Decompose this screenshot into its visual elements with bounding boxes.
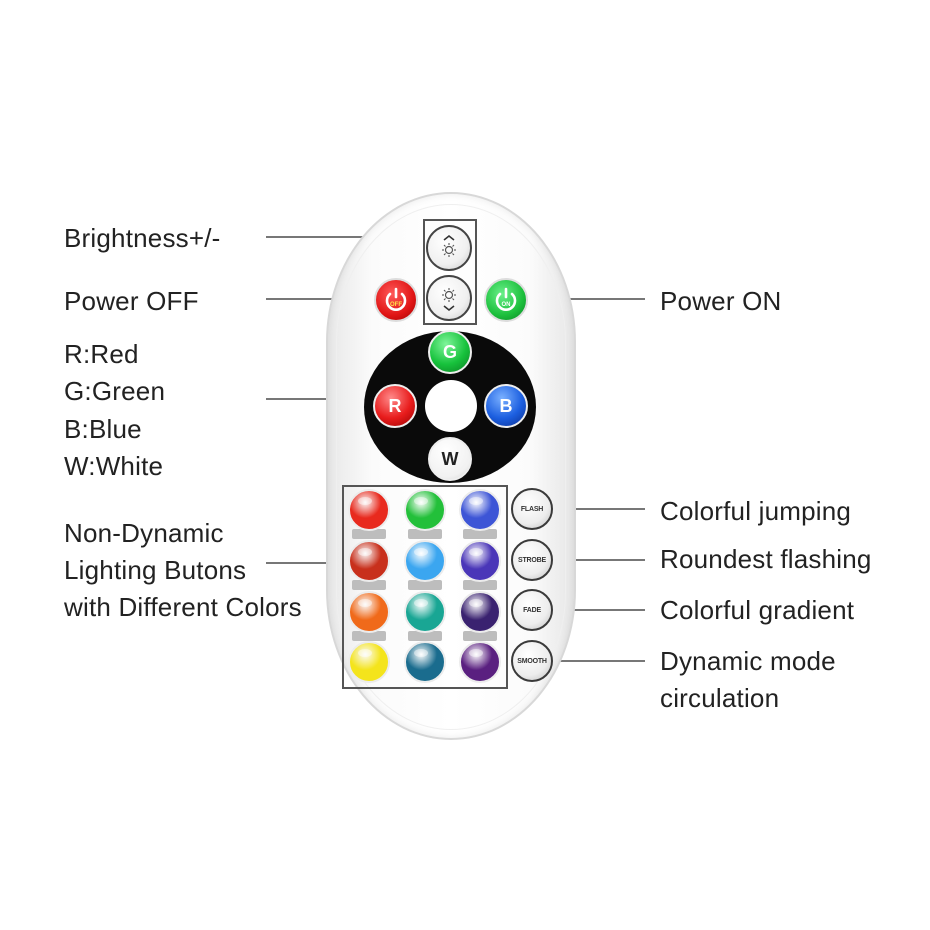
- smooth-desc-label-line1: Dynamic mode: [660, 646, 836, 676]
- flash-leader: [552, 508, 645, 510]
- power-on-button[interactable]: ON: [484, 278, 528, 322]
- color-button-shadow: [463, 580, 497, 590]
- smooth-button-text: SMOOTH: [517, 657, 547, 665]
- color-button[interactable]: [459, 641, 501, 683]
- power-off-button[interactable]: OFF: [374, 278, 418, 322]
- color-button-shadow: [463, 529, 497, 539]
- color-button[interactable]: [348, 591, 390, 633]
- white-button-text: W: [441, 448, 459, 469]
- red-button-text: R: [388, 395, 402, 416]
- remote-inner-edge: [336, 204, 566, 730]
- smooth-desc-label-line2: circulation: [660, 683, 780, 713]
- strobe-button-text: STROBE: [518, 556, 546, 564]
- color-button[interactable]: [348, 540, 390, 582]
- color-button[interactable]: [348, 641, 390, 683]
- smooth-button[interactable]: SMOOTH: [511, 640, 553, 682]
- rgb-label-blue: B:Blue: [64, 414, 142, 444]
- fade-button-text: FADE: [523, 606, 541, 614]
- rgb-leader: [266, 398, 374, 400]
- brightness-up-icon: [442, 234, 456, 257]
- white-button[interactable]: W: [428, 437, 472, 481]
- brightness-label: Brightness+/-: [64, 223, 221, 253]
- power-off-text: OFF: [390, 302, 402, 308]
- non-dynamic-label-line1: Non-Dynamic: [64, 518, 224, 548]
- strobe-desc-label: Roundest flashing: [660, 544, 872, 574]
- dial-center: [425, 380, 477, 432]
- color-button[interactable]: [404, 489, 446, 531]
- blue-button[interactable]: B: [484, 384, 528, 428]
- strobe-button[interactable]: STROBE: [511, 539, 553, 581]
- flash-button-text: FLASH: [520, 505, 544, 513]
- power-on-text: ON: [502, 302, 511, 308]
- red-button[interactable]: R: [373, 384, 417, 428]
- color-button[interactable]: [459, 540, 501, 582]
- color-button-shadow: [408, 580, 442, 590]
- color-button-shadow: [463, 631, 497, 641]
- color-button[interactable]: [348, 489, 390, 531]
- power-off-leader: [266, 298, 374, 300]
- color-button-shadow: [408, 631, 442, 641]
- blue-button-text: B: [499, 395, 513, 416]
- color-button[interactable]: [459, 591, 501, 633]
- green-button[interactable]: G: [428, 330, 472, 374]
- color-button-shadow: [352, 529, 386, 539]
- brightness-down-icon: [442, 288, 456, 312]
- fade-button[interactable]: FADE: [511, 589, 553, 631]
- brightness-leader: [266, 236, 424, 238]
- color-button-shadow: [352, 631, 386, 641]
- color-button[interactable]: [404, 540, 446, 582]
- power-on-label: Power ON: [660, 286, 782, 316]
- power-off-label: Power OFF: [64, 286, 199, 316]
- strobe-leader: [552, 559, 645, 561]
- smooth-leader: [552, 660, 645, 662]
- flash-desc-label: Colorful jumping: [660, 496, 852, 526]
- green-button-text: G: [442, 341, 457, 362]
- color-button[interactable]: [459, 489, 501, 531]
- rgb-label-white: W:White: [64, 451, 164, 481]
- color-button-shadow: [352, 580, 386, 590]
- power-icon: ON: [495, 287, 517, 311]
- color-button-shadow: [408, 529, 442, 539]
- color-button[interactable]: [404, 641, 446, 683]
- brightness-highlight-box: [423, 219, 477, 325]
- fade-leader: [552, 609, 645, 611]
- power-on-leader: [527, 298, 645, 300]
- color-buttons-highlight-box: [342, 485, 508, 689]
- brightness-up-button[interactable]: [426, 225, 472, 271]
- brightness-down-button[interactable]: [426, 275, 472, 321]
- non-dynamic-leader: [266, 562, 344, 564]
- rgb-label-green: G:Green: [64, 376, 166, 406]
- color-button[interactable]: [404, 591, 446, 633]
- non-dynamic-label-line2: Lighting Butons: [64, 555, 247, 585]
- power-icon: OFF: [385, 287, 407, 311]
- rgb-label-red: R:Red: [64, 339, 139, 369]
- flash-button[interactable]: FLASH: [511, 488, 553, 530]
- non-dynamic-label-line3: with Different Colors: [64, 592, 302, 622]
- fade-desc-label: Colorful gradient: [660, 595, 855, 625]
